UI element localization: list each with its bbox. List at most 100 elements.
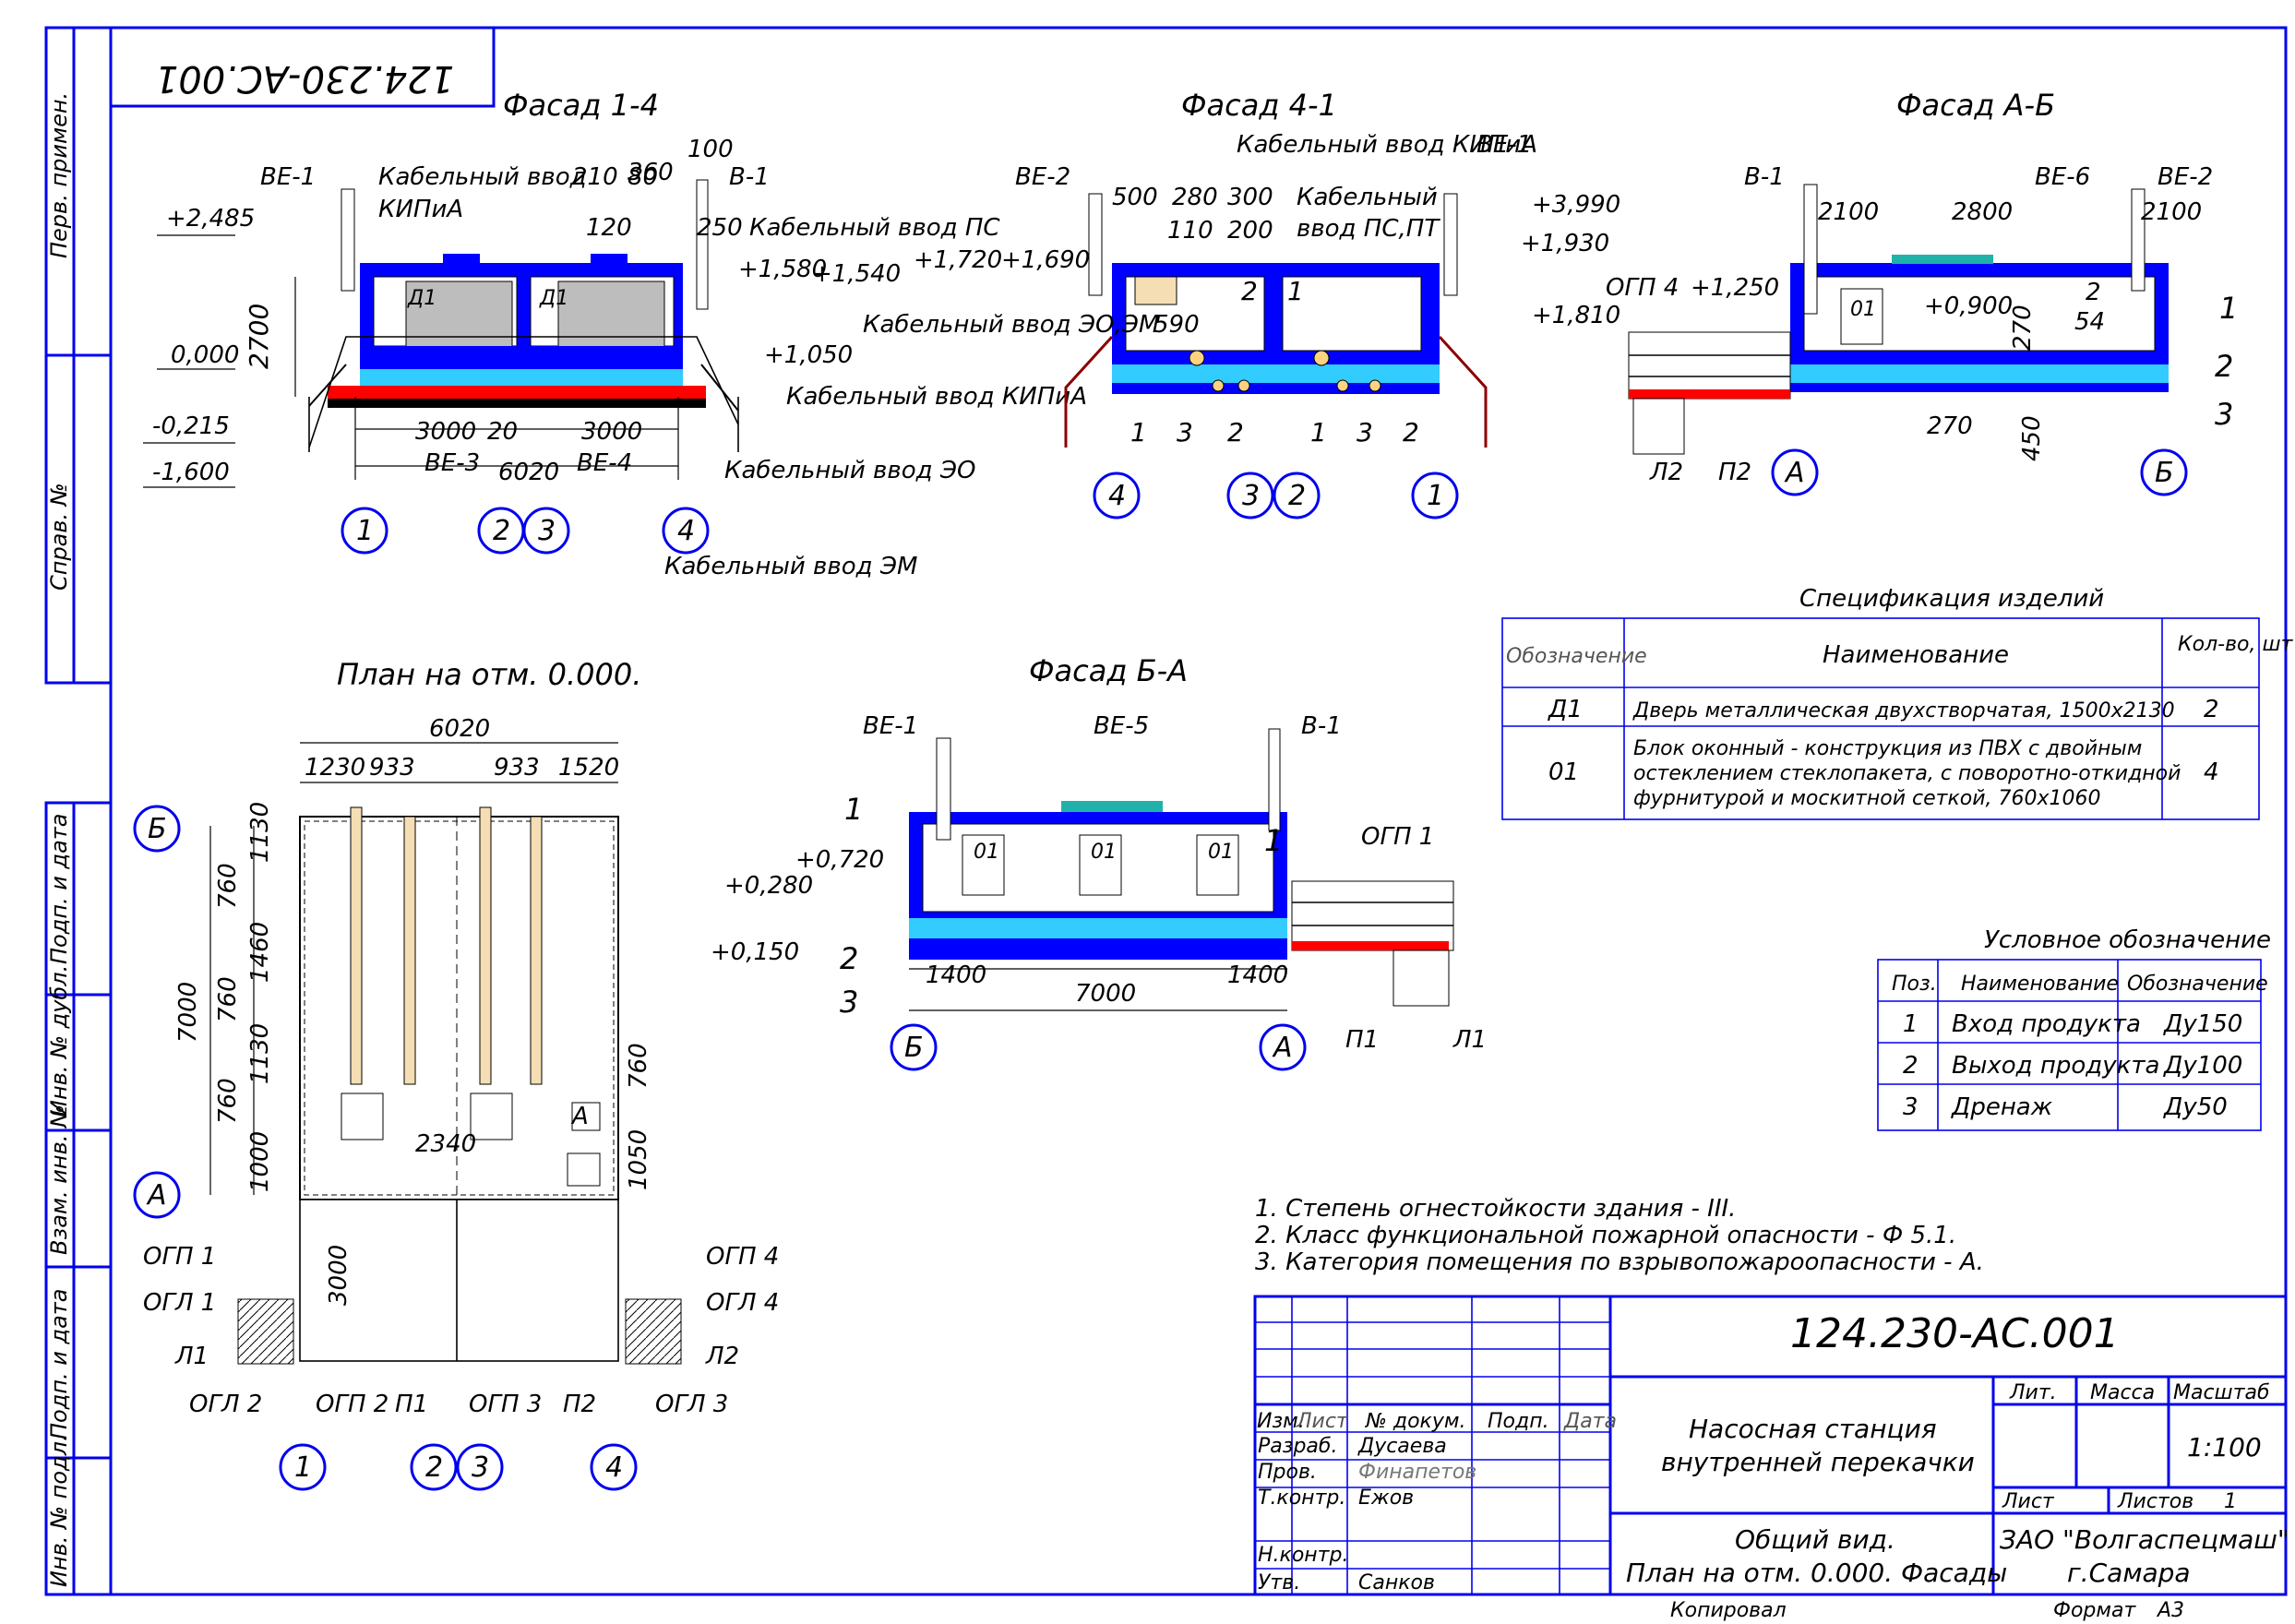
f14-dim-2700: 2700 — [244, 304, 274, 369]
note-2: 2. Класс функциональной пожарной опаснос… — [1255, 1222, 1956, 1249]
tb-copied: Копировал — [1670, 1599, 1787, 1622]
f14-label-d1a: Д1 — [407, 287, 436, 310]
plan-dim-r1050: 1050 — [625, 1129, 652, 1190]
tb-head-list: Лист — [1296, 1410, 1349, 1433]
plan-axis-2: 2 — [425, 1451, 443, 1484]
f41-dim-110: 110 — [1167, 217, 1213, 245]
fab-label-v1: В-1 — [1744, 163, 1785, 191]
plan-dim-1520: 1520 — [558, 754, 619, 782]
f41-axis-2: 2 — [1288, 480, 1306, 512]
f14-dim-6020: 6020 — [498, 459, 559, 486]
fab-callout-1: 1 — [2219, 291, 2238, 326]
f14-label-kipia: КИПиА — [378, 196, 463, 223]
tb-format-value: А3 — [2156, 1599, 2184, 1622]
tb-sheet-name-1: Общий вид. — [1735, 1524, 1895, 1555]
fab-dim-270a: 270 — [2009, 304, 2037, 351]
plan-label-ogl1: ОГЛ 1 — [143, 1289, 216, 1317]
f41-label-ps-pt: ввод ПС,ПТ — [1297, 215, 1440, 243]
legend-row-1-mark: Ду150 — [2163, 1010, 2242, 1038]
f41-label-cable-kipia: Кабельный ввод КИПиА — [1237, 131, 1537, 159]
f41-callout-3b: 3 — [1357, 417, 1373, 448]
tb-head-izm: Изм. — [1257, 1410, 1305, 1433]
f41-callout-1c: 1 — [1287, 276, 1304, 306]
tb-role-prov: Пров. — [1258, 1461, 1317, 1484]
side-label-ref-no: Справ. № — [46, 483, 72, 591]
fba-callout-1b: 1 — [1264, 823, 1283, 858]
f41-callout-3a: 3 — [1177, 417, 1193, 448]
tb-name-utv: Санков — [1358, 1571, 1435, 1594]
plan-label-ogl2: ОГЛ 2 — [189, 1391, 262, 1418]
tb-head-date: Дата — [1563, 1410, 1617, 1433]
spec-row-1-name: Дверь металлическая двухстворчатая, 1500… — [1632, 699, 2175, 722]
side-label-dup-inv: Инв. № дубл. — [46, 965, 72, 1116]
tb-head-sign: Подп. — [1488, 1410, 1549, 1433]
spec-row-2-name-2: остеклением стеклопакета, с поворотно-от… — [1633, 762, 2181, 785]
side-label-sign-date-1: Подп. и дата — [46, 814, 72, 965]
fab-callout-3: 3 — [2215, 397, 2233, 432]
plan-axis-b: Б — [148, 813, 167, 845]
fba-label-window-1: 01 — [974, 841, 999, 864]
side-column-bottom — [44, 801, 113, 1596]
f14-level-1540: +1,540 — [812, 260, 901, 288]
f14-label-v1: В-1 — [729, 163, 770, 191]
f41-level-1930: +1,930 — [1521, 230, 1609, 257]
plan-axis-4: 4 — [605, 1451, 623, 1484]
f41-dim-500: 500 — [1112, 184, 1158, 211]
plan-label-l2: Л2 — [705, 1343, 739, 1370]
fab-dim-54: 54 — [2074, 308, 2105, 336]
f14-label-cable-kipia2: Кабельный ввод КИПиА — [786, 383, 1087, 411]
plan-dim-1460: 1460 — [246, 922, 274, 983]
spec-row-1-code: Д1 — [1548, 696, 1583, 723]
f14-level-1600: -1,600 — [152, 459, 230, 486]
plan-label-p2: П2 — [563, 1391, 596, 1418]
f14-dim-250: 250 — [697, 214, 743, 242]
facade-a-b: Фасад А-Б В-1 ВЕ-6 ВЕ-2 ОГП 4 Л2 П2 01 2… — [1606, 88, 2238, 496]
f41-label-cable-eo-em: Кабельный ввод ЭО,ЭМ — [863, 311, 1159, 339]
f14-label-cable-kip: Кабельный ввод — [378, 163, 587, 191]
facade-1-4: Фасад 1-4 2700 3000 20 3000 6020 360 — [143, 88, 1087, 580]
fba-label-p1: П1 — [1345, 1026, 1379, 1054]
fba-callout-1: 1 — [844, 792, 863, 827]
fab-label-l2: Л2 — [1649, 459, 1683, 486]
spec-row-2-name-1: Блок оконный - конструкция из ПВХ с двой… — [1633, 737, 2142, 760]
legend-header-name: Наименование — [1961, 973, 2119, 996]
plan-label-l1: Л1 — [174, 1343, 209, 1370]
plan-dim-6020: 6020 — [429, 715, 490, 743]
fba-callout-3: 3 — [840, 985, 858, 1020]
spec-header-qty: Кол-во, шт — [2178, 633, 2294, 656]
f14-label-cable-em: Кабельный ввод ЭМ — [664, 553, 917, 580]
plan-dim-7000: 7000 — [174, 982, 202, 1043]
f41-callout-1a: 1 — [1130, 417, 1147, 448]
fba-level-0150: +0,150 — [711, 938, 799, 966]
fba-callout-2: 2 — [840, 941, 858, 976]
f14-label-ve1: ВЕ-1 — [260, 163, 316, 191]
note-1: 1. Степень огнестойкости здания - III. — [1255, 1195, 1736, 1223]
f41-level-1810: +1,810 — [1532, 302, 1620, 329]
fab-dim-2100a: 2100 — [1818, 198, 1879, 226]
spec-title: Спецификация изделий — [1799, 585, 2104, 613]
tb-scale-label: Масштаб — [2173, 1381, 2270, 1404]
fab-dim-270b: 270 — [1927, 412, 1973, 440]
tb-object-name-1: Насосная станция — [1689, 1414, 1937, 1444]
f14-axis-1: 1 — [356, 515, 374, 547]
fba-label-window-2: 01 — [1091, 841, 1117, 864]
facade-a-b-title: Фасад А-Б — [1896, 88, 2055, 123]
f14-axis-2: 2 — [493, 515, 510, 547]
f14-level-0000: 0,000 — [171, 341, 239, 369]
fab-label-ve2: ВЕ-2 — [2158, 163, 2213, 191]
legend-header-mark: Обозначение — [2127, 973, 2268, 996]
plan-dim-1130b: 1130 — [246, 1023, 274, 1084]
plan-label-ogp1: ОГП 1 — [143, 1243, 216, 1271]
tb-role-nkontr: Н.контр. — [1258, 1544, 1348, 1567]
facade-4-1: Фасад 4-1 Кабельный ввод КИПиА ВЕ-1 ВЕ-2… — [863, 88, 1620, 519]
spec-header-name: Наименование — [1823, 641, 2009, 669]
fba-level-0720: +0,720 — [795, 846, 884, 874]
fba-label-window-3: 01 — [1208, 841, 1234, 864]
fba-label-ve5: ВЕ-5 — [1094, 712, 1149, 740]
tb-name-razrab: Дусаева — [1357, 1435, 1447, 1458]
fab-level-0900: +0,900 — [1924, 293, 2013, 320]
facade-b-a-title: Фасад Б-А — [1029, 653, 1188, 688]
f41-dim-590: 590 — [1153, 311, 1200, 339]
fba-level-0280: +0,280 — [724, 872, 813, 900]
fab-label-ve6: ВЕ-6 — [2035, 163, 2090, 191]
